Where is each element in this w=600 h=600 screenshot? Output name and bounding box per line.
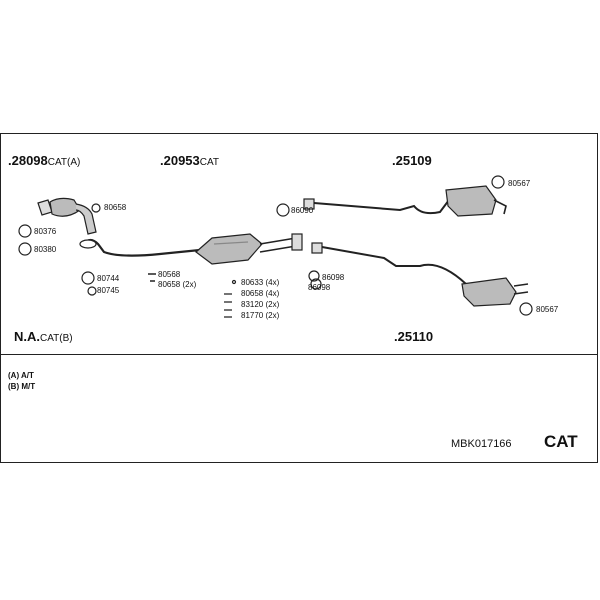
group-label-20953: .20953CAT bbox=[160, 153, 220, 168]
group-label-na: N.A.CAT(B) bbox=[14, 329, 73, 344]
part-80658-2x: 80658 (2x) bbox=[158, 280, 197, 289]
legend-separator bbox=[0, 354, 598, 355]
front-catalytic-converter bbox=[37, 197, 97, 235]
rear-pipe-25109 bbox=[303, 185, 507, 217]
part-80380: 80380 bbox=[34, 245, 57, 254]
rear-pipe-25110 bbox=[311, 242, 529, 307]
part-80568: 80568 bbox=[158, 270, 181, 279]
hardware-icons bbox=[18, 175, 533, 318]
group-label-25110: .25110 bbox=[394, 329, 434, 344]
cat-label: CAT bbox=[544, 432, 578, 451]
middle-catalytic-converter bbox=[195, 233, 303, 265]
note-manual-transmission: (B) M/T bbox=[8, 382, 36, 391]
part-80658-4x: 80658 (4x) bbox=[241, 289, 280, 298]
front-pipe bbox=[83, 238, 201, 257]
group-label-25109: .25109 bbox=[392, 153, 432, 168]
part-81770-2x: 81770 (2x) bbox=[241, 311, 280, 320]
kit-code: MBK017166 bbox=[451, 438, 512, 450]
group-label-28098: .28098CAT(A) bbox=[8, 153, 81, 168]
part-86098-a: 86098 bbox=[322, 273, 345, 282]
part-80744: 80744 bbox=[97, 274, 120, 283]
part-80745: 80745 bbox=[97, 286, 120, 295]
note-auto-transmission: (A) A/T bbox=[8, 371, 34, 380]
part-80376: 80376 bbox=[34, 227, 57, 236]
diagram-frame bbox=[0, 133, 598, 463]
part-80633-4x: 80633 (4x) bbox=[241, 278, 280, 287]
part-86098-b: 86098 bbox=[308, 283, 331, 292]
part-83120-2x: 83120 (2x) bbox=[241, 300, 280, 309]
part-80567-a: 80567 bbox=[508, 179, 531, 188]
part-80658: 80658 bbox=[104, 203, 127, 212]
part-86090: 86090 bbox=[291, 206, 314, 215]
part-80567-b: 80567 bbox=[536, 305, 559, 314]
